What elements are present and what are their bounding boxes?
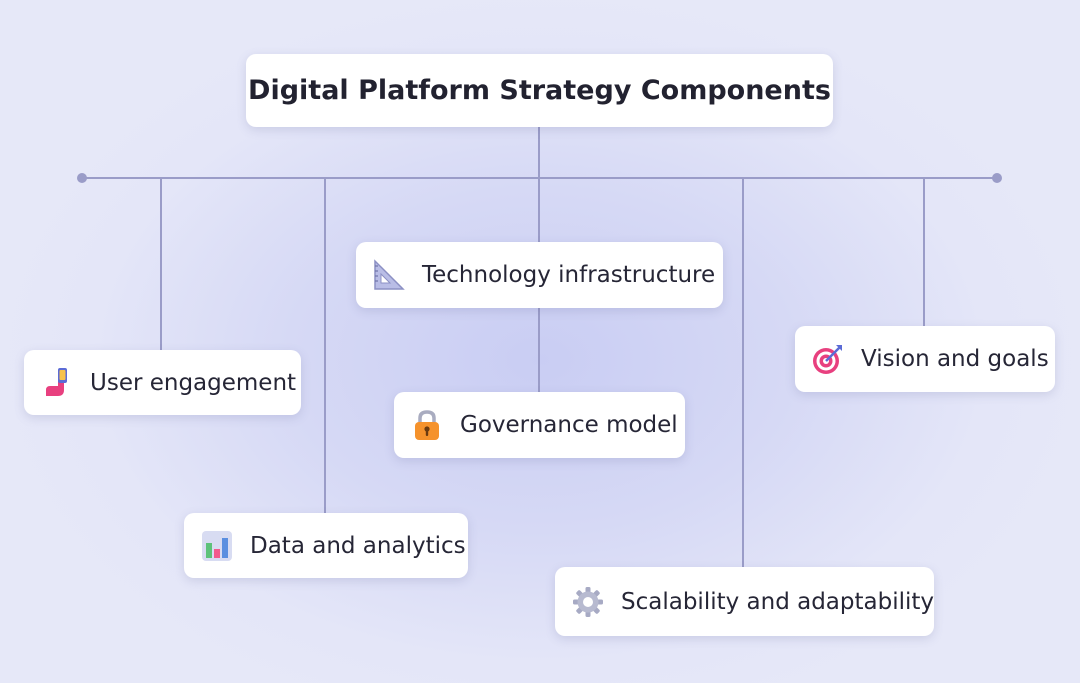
triangular-ruler-icon — [374, 259, 405, 290]
node-technology-infrastructure: Technology infrastructure — [356, 242, 723, 308]
bar-chart-icon — [202, 530, 232, 561]
node-data-and-analytics: Data and analytics — [184, 513, 468, 578]
node-governance-model: Governance model — [394, 392, 685, 458]
node-label: Vision and goals — [861, 346, 1049, 372]
diagram-title: Digital Platform Strategy Components — [246, 54, 833, 127]
node-user-engagement: User engagement — [24, 350, 301, 415]
node-vision-and-goals: Vision and goals — [795, 326, 1055, 392]
node-label: Governance model — [460, 412, 678, 438]
node-label: User engagement — [90, 369, 297, 396]
mobile-arm-icon — [46, 367, 67, 396]
gear-icon — [573, 586, 603, 617]
bus-end-left — [77, 173, 87, 183]
bus-end-right — [992, 173, 1002, 183]
node-label: Data and analytics — [250, 532, 466, 559]
target-dart-icon — [813, 345, 842, 374]
padlock-icon — [415, 410, 439, 440]
node-scalability-and-adaptability: Scalability and adaptability — [555, 567, 934, 636]
node-label: Technology infrastructure — [422, 262, 716, 288]
node-label: Scalability and adaptability — [621, 588, 935, 615]
